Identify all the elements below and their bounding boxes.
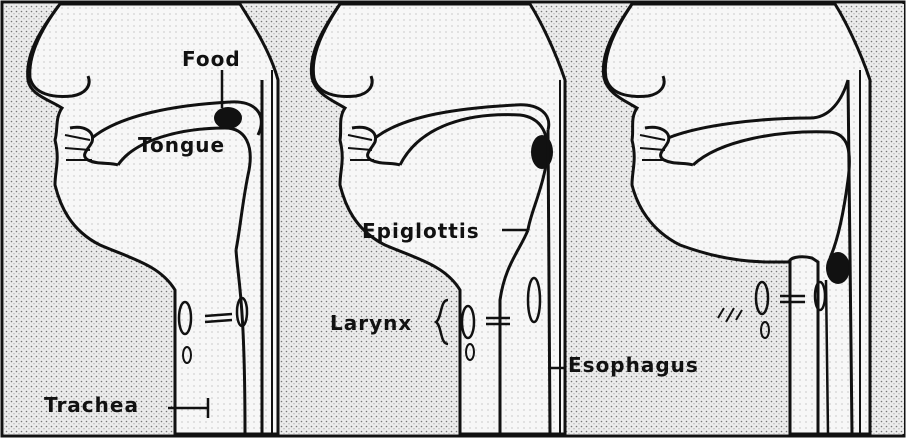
panel-2: Epiglottis Larynx (289, 4, 579, 434)
esophagus-label: Esophagus (568, 353, 699, 377)
tongue-label: Tongue (138, 133, 225, 157)
food-label: Food (182, 47, 241, 71)
panel-1: Food Tongue Trachea (4, 4, 289, 434)
larynx-label: Larynx (330, 311, 412, 335)
trachea-label: Trachea (44, 393, 139, 417)
panel-3-food-bolus (826, 252, 850, 284)
panel-2-esophagus-wall (548, 130, 550, 434)
epiglottis-label: Epiglottis (362, 219, 480, 243)
panel-1-food-bolus (214, 107, 242, 129)
panel-3: Esophagus (568, 4, 904, 434)
